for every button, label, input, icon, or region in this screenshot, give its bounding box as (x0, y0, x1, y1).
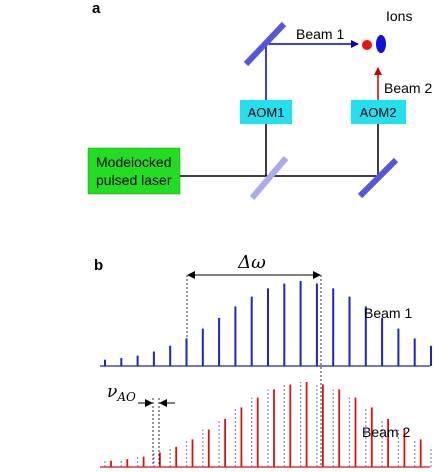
beam1-comb (100, 281, 432, 367)
beam2-comb-label: Beam 2 (362, 424, 410, 440)
aom2-box (351, 100, 406, 124)
nu-ao-subscript: AO (116, 390, 136, 404)
mirror-bottom-right (357, 157, 399, 199)
ion-red (362, 40, 372, 50)
panel-a-label: a (92, 0, 101, 17)
beam2-label: Beam 2 (384, 80, 432, 96)
delta-omega-label: Δω (237, 252, 266, 273)
laser-box (87, 147, 181, 195)
beam1-comb-label: Beam 1 (364, 305, 412, 321)
ion-blue (376, 35, 386, 53)
panel-a: a Modelocked pulsed laser AOM1 AOM2 Beam… (87, 0, 432, 200)
panel-b-label: b (94, 257, 103, 274)
laser-label-line2: pulsed laser (96, 172, 172, 188)
beam2-reference-comb (104, 382, 432, 467)
aom1-box (240, 100, 292, 124)
mirror-top (243, 21, 287, 67)
ions-label: Ions (386, 8, 412, 24)
beam2-comb (100, 382, 430, 468)
nu-ao-symbol: ν (107, 382, 117, 402)
panel-b: b Δω νAO Beam 1 Beam 2 (94, 252, 432, 468)
nu-ao-label: νAO (107, 382, 136, 404)
beam-splitter (249, 156, 289, 200)
beam1-label: Beam 1 (296, 26, 344, 42)
aom1-label: AOM1 (248, 105, 285, 120)
laser-label-line1: Modelocked (96, 154, 172, 170)
aom2-label: AOM2 (360, 105, 397, 120)
